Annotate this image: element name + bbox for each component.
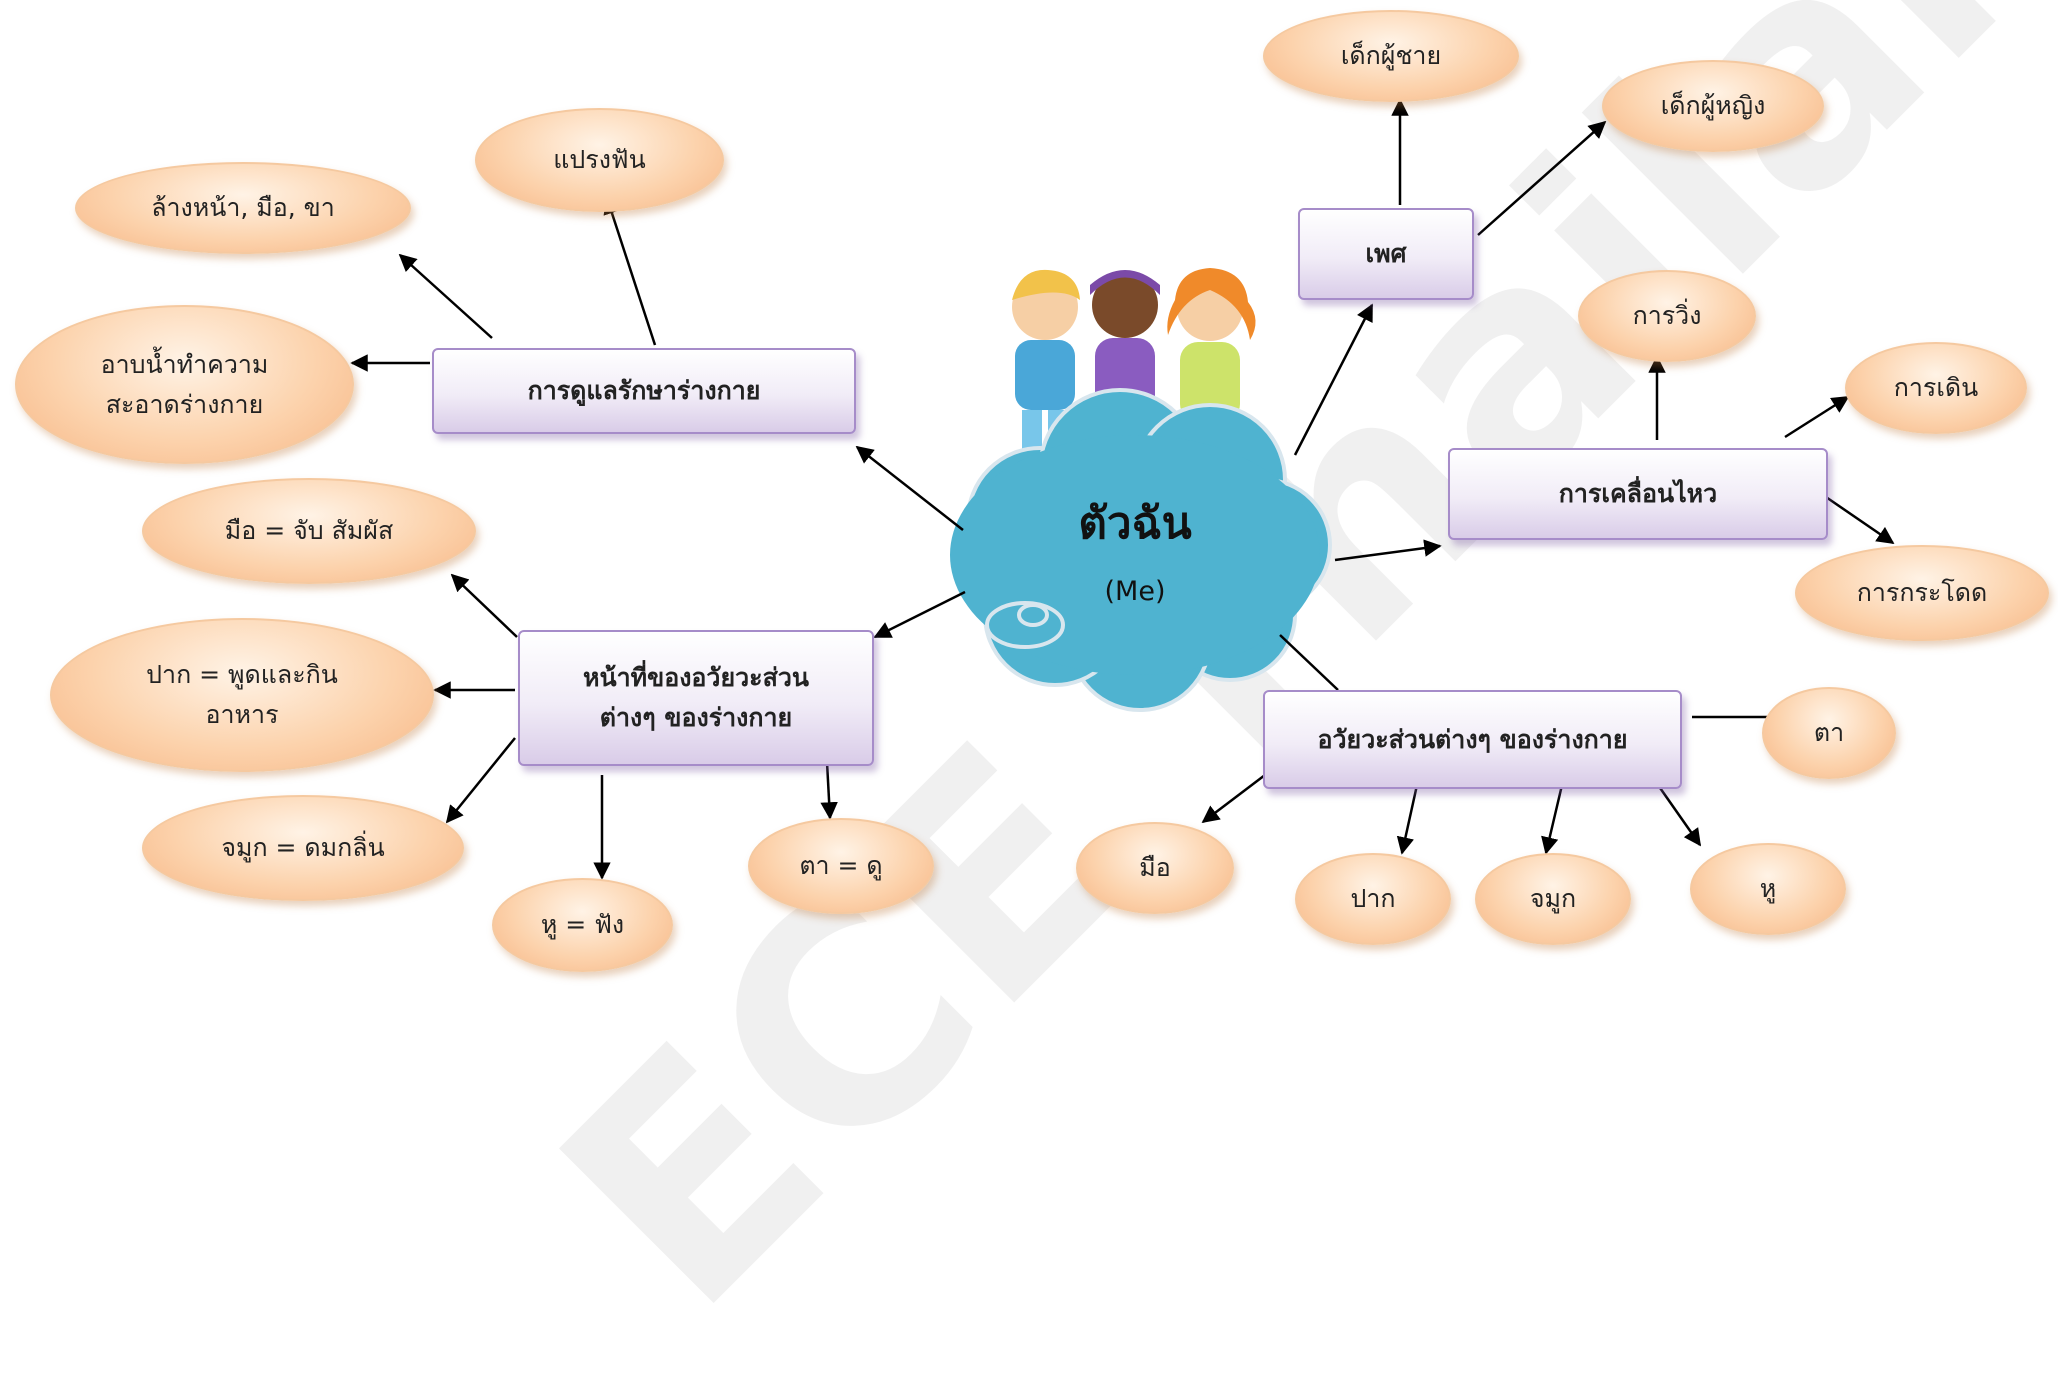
arrow-functions-to-eye <box>820 761 838 820</box>
node-part-hand: มือ <box>1076 822 1234 914</box>
node-bathe: อาบน้ำทำความ สะอาดร่างกาย <box>15 305 354 464</box>
line-center-to-parts <box>1279 634 1339 691</box>
arrow-functions-to-hand <box>450 573 518 638</box>
node-part-nose: จมูก <box>1475 853 1631 945</box>
node-girl: เด็กผู้หญิง <box>1602 60 1824 152</box>
arrow-care-to-brush <box>603 196 657 346</box>
arrow-parts-to-ear <box>1656 784 1702 847</box>
node-function-ear: หู = ฟัง <box>492 878 673 972</box>
branch-gender: เพศ <box>1298 208 1474 300</box>
node-function-mouth: ปาก = พูดและกิน อาหาร <box>50 618 434 772</box>
arrow-parts-to-mouth <box>1396 784 1419 855</box>
node-function-eye: ตา = ดู <box>748 818 934 914</box>
arrow-center-to-care <box>855 445 964 531</box>
diagram-canvas: ตัวฉัน (Me) <box>350 98 1895 880</box>
children-illustration <box>1012 268 1256 450</box>
arrow-center-to-functions <box>873 590 966 639</box>
node-part-mouth: ปาก <box>1295 853 1451 945</box>
center-title: ตัวฉัน <box>1078 498 1191 549</box>
branch-body-functions: หน้าที่ของอวัยวะส่วน ต่างๆ ของร่างกาย <box>518 630 874 766</box>
arrow-gender-to-girl <box>1477 120 1607 236</box>
node-function-nose: จมูก = ดมกลิ่น <box>142 795 464 901</box>
arrow-movement-to-walk <box>1784 395 1850 439</box>
node-part-eye: ตา <box>1762 687 1896 779</box>
branch-movement: การเคลื่อนไหว <box>1448 448 1828 540</box>
center-cloud <box>950 388 1332 712</box>
arrow-parts-to-nose <box>1541 784 1564 855</box>
node-part-ear: หู <box>1690 843 1846 935</box>
arrow-center-to-movement <box>1334 539 1442 562</box>
arrow-movement-to-jump <box>1822 493 1895 545</box>
arrows <box>350 98 1895 880</box>
arrow-care-to-wash <box>398 253 493 339</box>
node-jump: การกระโดด <box>1795 545 2049 641</box>
arrow-functions-to-nose <box>445 737 516 824</box>
node-boy: เด็กผู้ชาย <box>1263 10 1519 102</box>
node-walk: การเดิน <box>1845 342 2027 434</box>
branch-body-care: การดูแลรักษาร่างกาย <box>432 348 856 434</box>
arrow-center-to-gender <box>1293 303 1374 456</box>
arrow-parts-to-hand <box>1201 774 1266 824</box>
center-subtitle: (Me) <box>1105 576 1166 607</box>
node-wash-face: ล้างหน้า, มือ, ขา <box>75 162 411 254</box>
node-function-hand: มือ = จับ สัมผัส <box>142 478 476 584</box>
branch-body-parts: อวัยวะส่วนต่างๆ ของร่างกาย <box>1263 690 1682 789</box>
node-brush-teeth: แปรงฟัน <box>475 108 724 212</box>
node-run: การวิ่ง <box>1578 270 1756 362</box>
